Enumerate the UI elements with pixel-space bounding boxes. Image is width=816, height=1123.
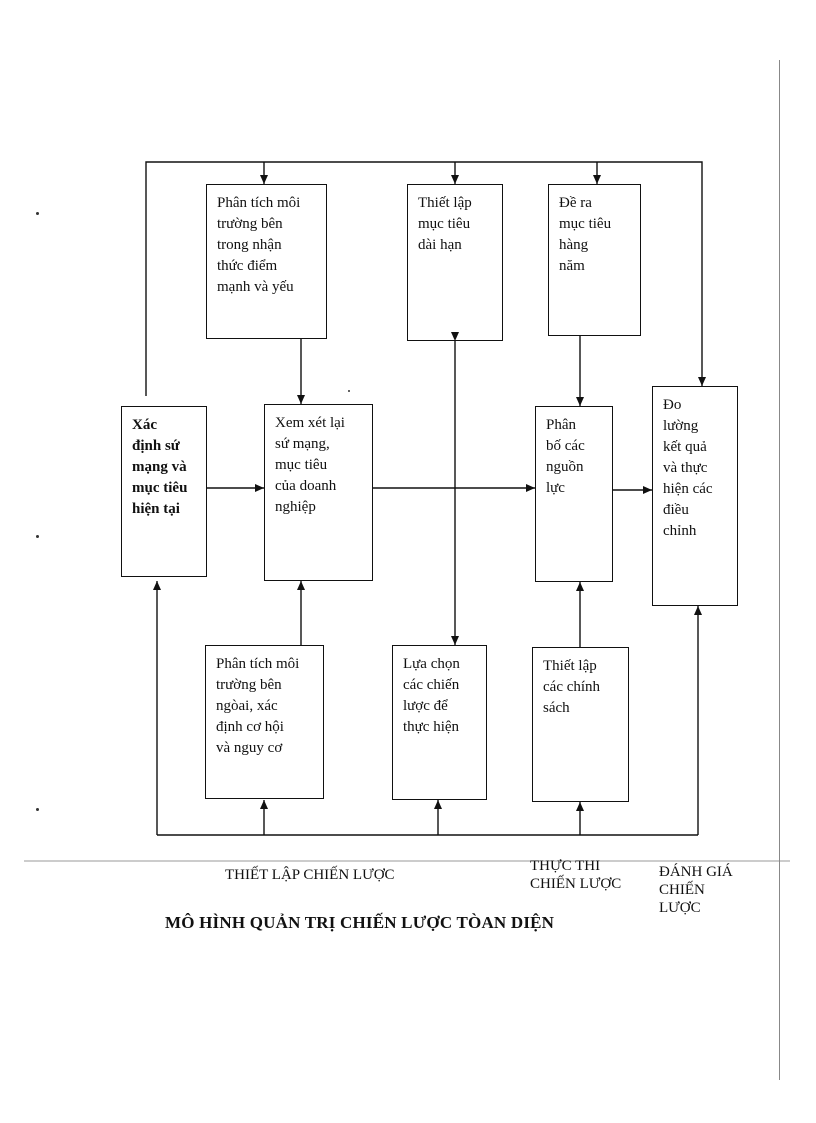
box-internal-analysis-text: Phân tích môi trường bên trong nhận thức… — [217, 195, 301, 295]
box-policies: Thiết lập các chính sách — [532, 647, 629, 802]
scan-edge-line — [779, 60, 780, 1080]
box-review-mission-text: Xem xét lại sứ mạng, mục tiêu của doanh … — [275, 415, 345, 515]
box-strategy-choice: Lựa chọn các chiến lược để thực hiện — [392, 645, 487, 800]
box-measure-performance: Đo lường kết quả và thực hiện các điều c… — [652, 386, 738, 606]
stage-implementation-label: THỰC THI CHIẾN LƯỢC — [530, 858, 622, 892]
box-internal-analysis: Phân tích môi trường bên trong nhận thức… — [206, 184, 327, 339]
box-strategy-choice-text: Lựa chọn các chiến lược để thực hiện — [403, 656, 460, 735]
box-measure-performance-text: Đo lường kết quả và thực hiện các điều c… — [663, 397, 713, 539]
scan-speck — [348, 390, 350, 392]
box-resource-allocation: Phân bố các nguồn lực — [535, 406, 613, 582]
scan-speck — [36, 535, 39, 538]
box-mission: Xác định sứ mạng và mục tiêu hiện tại — [121, 406, 207, 577]
box-long-term-objectives: Thiết lập mục tiêu dài hạn — [407, 184, 503, 341]
box-long-term-objectives-text: Thiết lập mục tiêu dài hạn — [418, 195, 472, 253]
stage-evaluation-label: ĐÁNH GIÁ CHIẾN LƯỢC — [659, 864, 733, 916]
box-annual-objectives: Đề ra mục tiêu hàng năm — [548, 184, 641, 336]
box-review-mission: Xem xét lại sứ mạng, mục tiêu của doanh … — [264, 404, 373, 581]
box-resource-allocation-text: Phân bố các nguồn lực — [546, 417, 585, 496]
box-policies-text: Thiết lập các chính sách — [543, 658, 601, 716]
box-external-analysis: Phân tích môi trường bên ngòai, xác định… — [205, 645, 324, 799]
box-external-analysis-text: Phân tích môi trường bên ngòai, xác định… — [216, 656, 300, 756]
box-annual-objectives-text: Đề ra mục tiêu hàng năm — [559, 195, 612, 274]
scan-speck — [36, 808, 39, 811]
top-feedback-line — [145, 161, 706, 396]
diagram-title: MÔ HÌNH QUẢN TRỊ CHIẾN LƯỢC TÒAN DIỆN — [165, 913, 555, 932]
box-mission-text: Xác định sứ mạng và mục tiêu hiện tại — [132, 417, 188, 517]
stage-formulation-label: THIẾT LẬP CHIẾN LƯỢC — [225, 867, 395, 883]
scan-speck — [36, 212, 39, 215]
